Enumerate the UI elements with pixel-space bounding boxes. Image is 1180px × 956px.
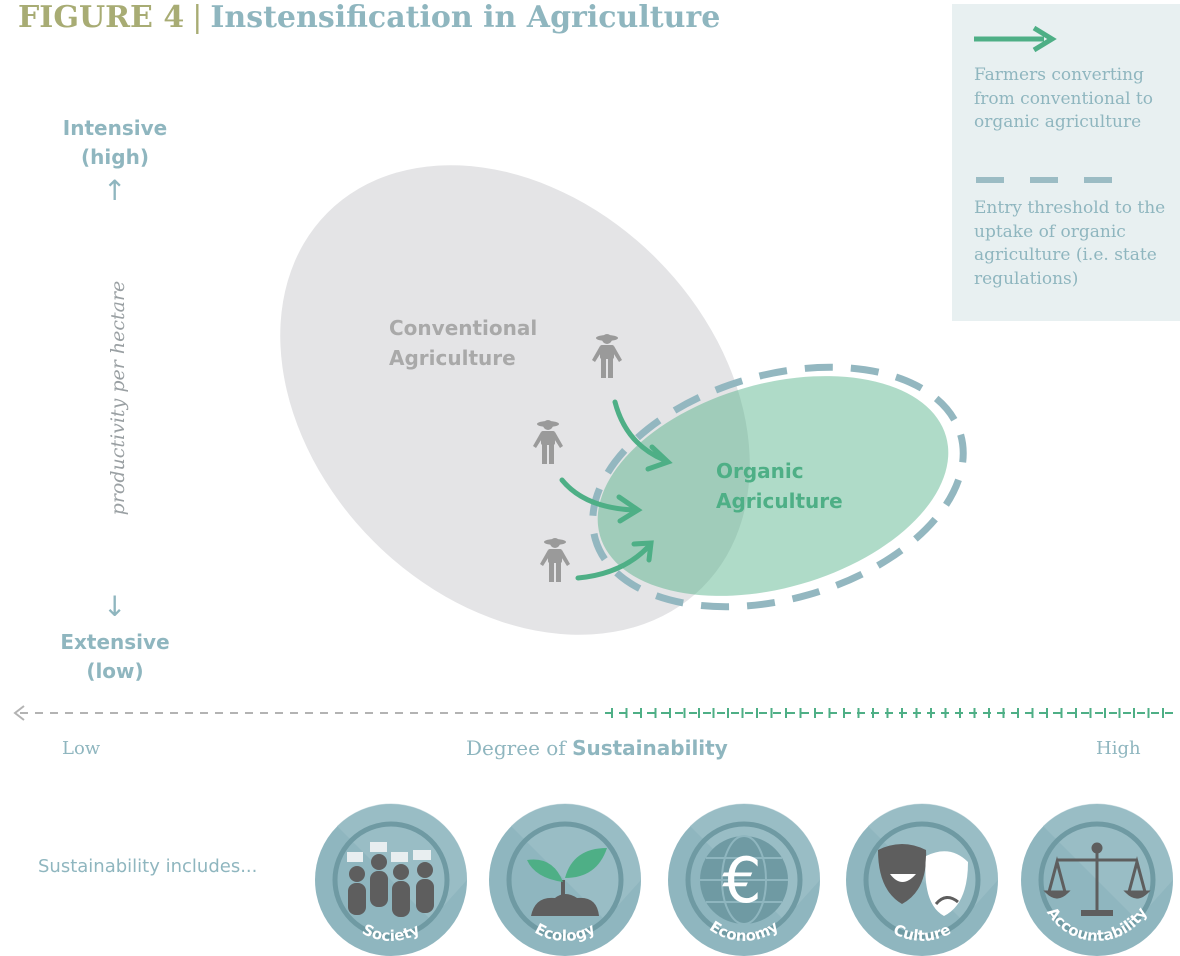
sustainability-label: Sustainability includes... — [38, 856, 258, 877]
conversion-arrow — [575, 540, 654, 581]
sustainability-axis — [13, 705, 1176, 721]
conversion-arrow — [612, 399, 673, 472]
figure-heading: Instensification in Agriculture — [210, 0, 721, 35]
y-axis-title: productivity per hectare — [107, 280, 129, 516]
conventional-region — [280, 165, 750, 635]
title-separator: | — [192, 0, 203, 35]
badge-ecology — [489, 803, 642, 956]
x-title-prefix: Degree of — [466, 736, 573, 760]
figure-number: FIGURE 4 — [18, 0, 185, 35]
theatre-masks-icon — [878, 844, 968, 916]
organic-region — [597, 376, 949, 596]
x-axis-low-label: Low — [62, 738, 101, 759]
x-title-bold: Sustainability — [572, 736, 728, 760]
legend-arrow-text: Farmers converting from conventional to … — [974, 65, 1153, 132]
scales-icon — [1043, 842, 1151, 916]
seedling-icon — [527, 848, 607, 916]
y-axis-low-label: Extensive (low) — [40, 628, 190, 686]
y-low-line2: (low) — [86, 659, 144, 683]
x-axis-high-label: High — [1096, 738, 1141, 759]
x-axis-title: Degree of Sustainability — [466, 736, 728, 760]
legend-symbols — [974, 25, 1112, 183]
conventional-line2: Agriculture — [389, 346, 516, 370]
badge-society — [315, 803, 468, 956]
legend-dashed-text: Entry threshold to the uptake of organic… — [974, 198, 1166, 289]
badge-economy: € — [668, 803, 821, 956]
farmer-icon — [592, 334, 622, 378]
svg-text:€: € — [722, 844, 761, 917]
figure-title: FIGURE 4|Instensification in Agriculture — [18, 0, 720, 35]
legend-box: Farmers converting from conventional to … — [952, 4, 1180, 321]
badge-accountability — [1021, 803, 1174, 956]
badge-culture — [846, 803, 999, 956]
euro-globe-icon: € — [700, 835, 788, 925]
organic-line2: Agriculture — [716, 489, 843, 513]
farmer-icon — [540, 538, 570, 582]
y-high-line2: (high) — [81, 145, 149, 169]
conversion-arrow — [559, 477, 643, 524]
conventional-line1: Conventional — [389, 316, 538, 340]
down-arrow-icon: ↓ — [103, 590, 127, 623]
up-arrow-icon: ↑ — [103, 174, 127, 207]
organic-label: Organic Agriculture — [716, 456, 843, 516]
entry-threshold-dashed — [589, 363, 967, 611]
y-axis-high-label: Intensive (high) — [40, 114, 190, 172]
y-low-line1: Extensive — [60, 630, 170, 654]
organic-line1: Organic — [716, 459, 804, 483]
y-high-line1: Intensive — [62, 116, 168, 140]
legend-arrow-icon — [974, 25, 1057, 53]
people-icon — [348, 854, 434, 917]
axis-plus-marks — [611, 708, 1164, 718]
conventional-label: Conventional Agriculture — [389, 313, 537, 373]
farmer-icon — [533, 420, 563, 464]
